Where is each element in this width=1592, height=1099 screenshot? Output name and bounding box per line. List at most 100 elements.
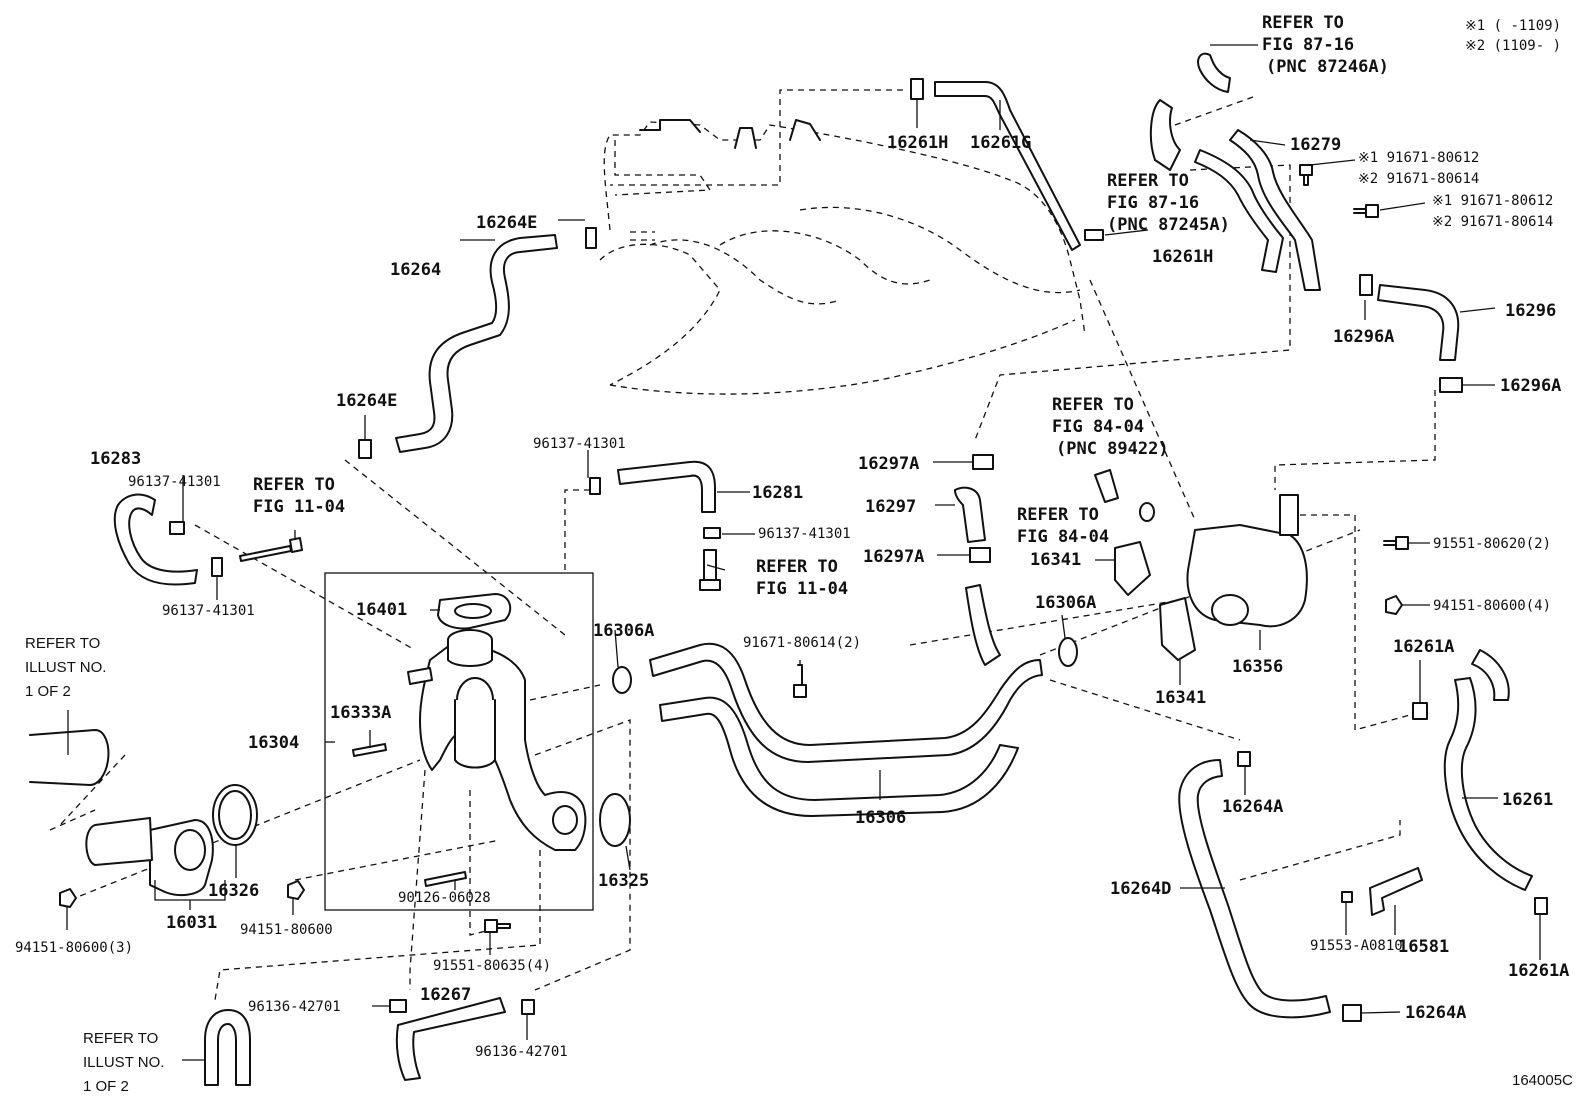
bolt-refer-11-04-a [239,537,303,562]
clamps-and-bolts [59,78,1548,1022]
o-ring-16325 [599,793,631,847]
labels: ※1 ( -1109) ※2 (1109- ) REFER TO FIG 87-… [15,13,1573,1095]
label-16341-low: 16341 [1155,688,1206,708]
bolt-91671-b [1353,204,1379,218]
bolt-91671-80614-2 [793,664,807,698]
nut-94151-80600-4 [1385,595,1403,615]
clamp-16264e-low [358,439,372,459]
note-2: ※2 (1109- ) [1465,38,1561,54]
note-1: ※1 ( -1109) [1465,18,1561,34]
stud-16333a [352,743,387,757]
label-91553-a0810: 91553-A0810 [1310,938,1403,954]
label-96137-41301-b: 96137-41301 [162,603,255,619]
clamp-96137-c [589,477,601,495]
label-91671-80612-b: ※1 91671-80612 [1432,193,1553,209]
stud-90126 [424,871,467,887]
o-ring-16306a-right [1058,637,1078,667]
hose-16264 [395,234,558,453]
clamp-16297a-low [969,547,991,563]
ref-87-16-a-l1: REFER TO [1262,13,1344,33]
label-94151-80600-4: 94151-80600(4) [1433,598,1551,614]
label-91671-80614-2: 91671-80614(2) [743,635,861,651]
label-16283: 16283 [90,449,141,469]
label-16264e-low: 16264E [336,391,397,411]
ref-illust-b-l1: REFER TO [83,1030,158,1047]
label-16297: 16297 [865,497,916,517]
label-16297a-top: 16297A [858,454,919,474]
intake-manifold-outline [599,119,1086,395]
label-16264a-low: 16264A [1405,1003,1466,1023]
label-94151-80600-3: 94151-80600(3) [15,940,133,956]
ref-illust-a-l3: 1 OF 2 [25,683,71,700]
hoses-and-pipes [29,52,1533,1086]
hose-16261 [1443,677,1533,891]
clamp-96137-a [169,521,185,535]
label-16326: 16326 [208,881,259,901]
label-16297a-low: 16297A [863,547,924,567]
bolt-91551-80635 [484,919,511,933]
gasket-16341-upper [1114,541,1151,596]
clamp-16261h-mid [1084,229,1104,241]
label-16341-left: 16341 [1030,550,1081,570]
clamp-16264e-top [585,227,597,249]
hose-16279 [1229,129,1321,291]
ref-11-04-b-l1: REFER TO [756,557,838,577]
label-16264d: 16264D [1110,879,1171,899]
hose-16297 [954,486,986,543]
ref-87-16-a-l3: (PNC 87246A) [1266,57,1389,77]
ref-87-16-a-l2: FIG 87-16 [1262,35,1354,55]
leader-lines [66,44,1541,1061]
label-96137-41301-d: 96137-41301 [758,526,851,542]
label-16296a-right: 16296A [1500,376,1561,396]
hose-16267 [395,997,506,1081]
ref-11-04-b-l2: FIG 11-04 [756,579,848,599]
ref-illust-a-l2: ILLUST NO. [25,659,106,676]
label-91551-80635: 91551-80635(4) [433,958,551,974]
label-91671-80612-a: ※1 91671-80612 [1358,150,1479,166]
label-16261h-mid: 16261H [1152,247,1213,267]
bolt-91551-80620 [1383,536,1409,550]
bolt-91671-a [1299,164,1313,186]
label-16296a-top: 16296A [1333,327,1394,347]
components [85,469,1423,916]
label-16281: 16281 [752,483,803,503]
label-16264a-mid: 16264A [1222,797,1283,817]
label-16264: 16264 [390,260,441,280]
label-16279: 16279 [1290,135,1341,155]
label-16261: 16261 [1502,790,1553,810]
label-91551-80620: 91551-80620(2) [1433,536,1551,552]
nut-94151-80600 [287,880,305,900]
figure-id: 164005C [1512,1072,1573,1089]
clamp-16261h-top [910,78,924,100]
label-96137-41301-a: 96137-41301 [128,474,221,490]
ref-87-16-b-l1: REFER TO [1107,171,1189,191]
hose-16264d [1178,759,1331,1019]
clamp-96137-d [703,527,721,539]
clamp-16264a-mid [1237,751,1251,767]
gasket-16341-lower [1159,597,1196,661]
label-16306a-left: 16306A [593,621,654,641]
label-91671-80614-a: ※2 91671-80614 [1358,171,1479,187]
label-91671-80614-b: ※2 91671-80614 [1432,214,1553,230]
label-16261h-top: 16261H [887,133,948,153]
hose-16283 [113,493,198,586]
label-96136-42701-b: 96136-42701 [475,1044,568,1060]
ref-84-04-b-l1: REFER TO [1017,505,1099,525]
clamp-96136-b [521,999,535,1015]
clamp-96137-b [211,557,223,577]
ref-87-16-b-l3: (PNC 87245A) [1107,215,1230,235]
ref-illust-a-l1: REFER TO [25,635,100,652]
bolt-refer-11-04-b [699,549,721,591]
nut-94151-80600-3 [59,888,77,908]
hose-16296 [1377,284,1460,361]
clamp-16261a-low [1534,897,1548,915]
clamp-16297a-top [972,454,994,470]
o-ring-16306a-left [612,666,632,694]
label-16031: 16031 [166,913,217,933]
bracket-16581 [1369,867,1423,916]
label-96136-42701-a: 96136-42701 [248,999,341,1015]
label-16261a-top: 16261A [1393,637,1454,657]
ref-84-04-a-l3: (PNC 89422) [1056,439,1169,459]
ref-11-04-a-l1: REFER TO [253,475,335,495]
clamp-16264a-low [1342,1004,1362,1022]
